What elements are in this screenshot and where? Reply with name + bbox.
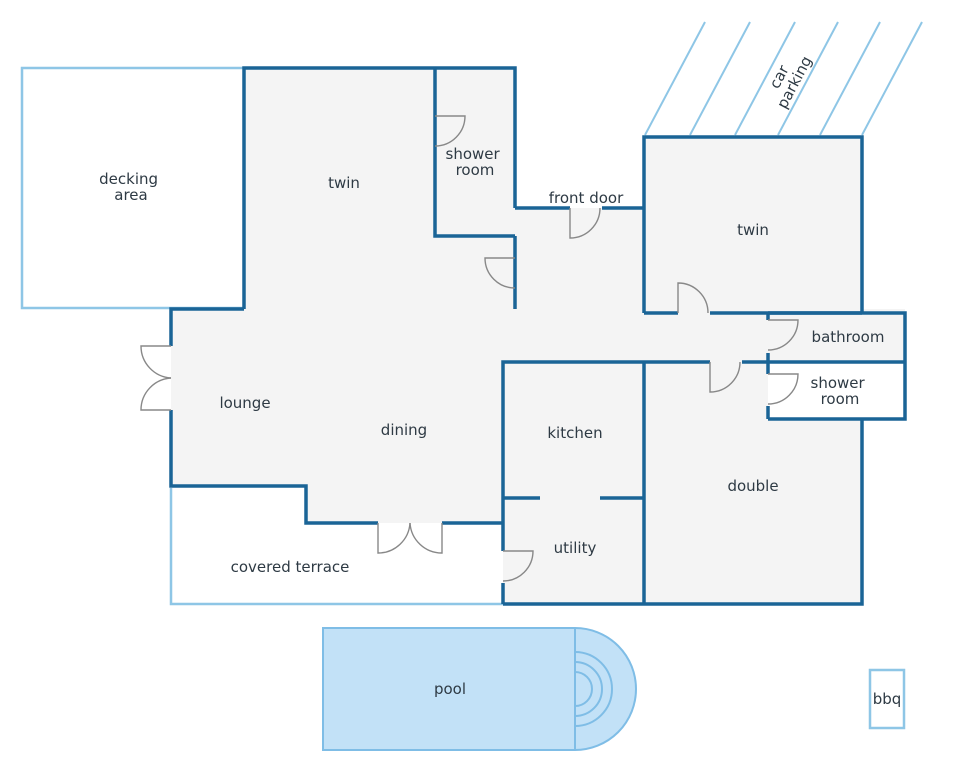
- label-bbq: bbq: [873, 690, 902, 708]
- car-parking-stripes: [644, 21, 923, 136]
- label-bathroom: bathroom: [812, 328, 885, 346]
- label-shower-room-right: shower room: [811, 374, 870, 408]
- label-dining: dining: [381, 421, 427, 439]
- label-lounge: lounge: [219, 394, 270, 412]
- label-twin-right: twin: [737, 221, 769, 239]
- label-covered-terrace: covered terrace: [231, 558, 350, 576]
- label-double: double: [727, 477, 778, 495]
- label-shower-room-top: shower room: [446, 145, 505, 179]
- label-pool: pool: [434, 680, 466, 698]
- label-decking-area: decking area: [99, 170, 163, 204]
- bbq-outline: [868, 668, 906, 730]
- floor-fill: [171, 68, 905, 604]
- walls: [169, 66, 907, 606]
- label-utility: utility: [554, 539, 597, 557]
- door-swings: [140, 115, 799, 582]
- covered-terrace-outline: [169, 488, 503, 606]
- label-kitchen: kitchen: [547, 424, 602, 442]
- pool: [322, 627, 637, 751]
- label-front-door: front door: [549, 189, 624, 207]
- label-twin-left: twin: [328, 174, 360, 192]
